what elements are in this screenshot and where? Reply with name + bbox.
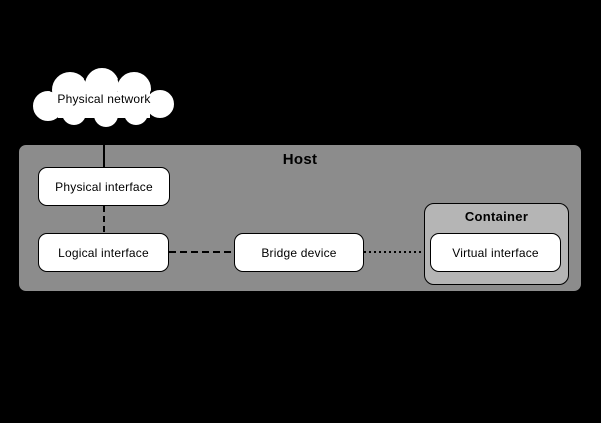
node-physical-interface: Physical interface (38, 167, 170, 206)
node-label: Physical interface (55, 179, 153, 194)
node-label: Virtual interface (452, 245, 539, 260)
cloud-icon (31, 66, 176, 129)
node-label: Logical interface (58, 245, 149, 260)
cloud-label: Physical network (57, 92, 151, 106)
node-label: Bridge device (261, 245, 337, 260)
container-label: Container (464, 209, 529, 224)
node-bridge-device: Bridge device (234, 233, 364, 272)
host-label: Host (282, 151, 318, 168)
node-virtual-interface: Virtual interface (430, 233, 561, 272)
node-logical-interface: Logical interface (38, 233, 169, 272)
